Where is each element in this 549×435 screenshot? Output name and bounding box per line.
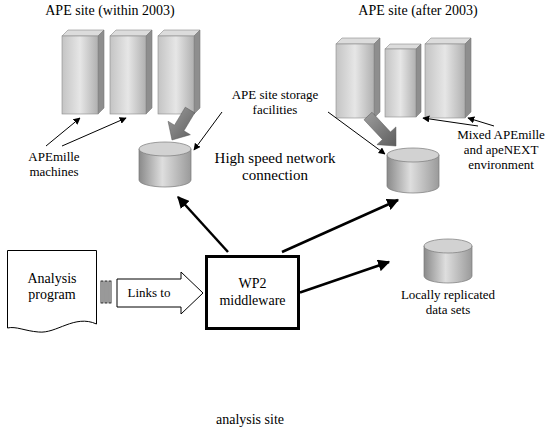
cylinder-icon: [391, 238, 505, 286]
server-front: [110, 36, 146, 114]
flow-arrow: [168, 107, 195, 140]
process-box: WP2 middleware: [205, 255, 300, 330]
node-text: Analysis program: [13, 271, 91, 303]
connector: [117, 272, 203, 314]
callout-label: APEmille machines: [14, 150, 94, 180]
server-top: [62, 30, 104, 36]
storage-cylinder: [387, 148, 439, 193]
arrow-bar: [109, 281, 111, 303]
storage-cylinder: [139, 142, 191, 187]
server-side: [416, 44, 421, 117]
leader-arrow: [468, 118, 494, 126]
server-top: [425, 38, 471, 44]
document-path: [8, 251, 97, 333]
server-front: [62, 36, 98, 114]
site-heading: APE site (after 2003): [318, 3, 518, 19]
leader-arrow: [62, 118, 126, 146]
arrow-bar: [101, 281, 103, 303]
server-top: [385, 44, 421, 49]
server-machine: [110, 30, 152, 114]
leader-arrow: [194, 112, 222, 150]
leader-arrow: [282, 200, 398, 252]
site-heading: APE site (within 2003): [10, 3, 210, 19]
network-label: High speed network connection: [204, 150, 346, 185]
server-front: [425, 44, 465, 118]
callout-label: Mixed APEmille and apeNEXT environment: [456, 128, 546, 173]
server-machine: [158, 30, 200, 114]
node-text: Locally replicated data sets: [391, 288, 505, 318]
site-label: analysis site: [180, 412, 320, 428]
cylinder-top: [139, 142, 191, 156]
server-machine: [336, 38, 380, 118]
cylinder-top: [424, 239, 472, 253]
edge-label: Links to: [127, 286, 172, 301]
storage-cylinder-node: Locally replicated data sets: [391, 238, 505, 322]
storage-cylinder: [424, 239, 472, 283]
node-text: WP2 middleware: [212, 276, 293, 308]
server-side: [146, 30, 152, 114]
server-side: [98, 30, 104, 114]
server-side: [374, 38, 380, 118]
leader-arrow: [423, 118, 478, 126]
connector: [300, 262, 389, 293]
block-arrow: [117, 272, 203, 314]
callout-label: APE site storage facilities: [220, 88, 330, 118]
server-machine: [62, 30, 104, 114]
server-machine: [385, 44, 421, 117]
flow-arrow: [364, 112, 396, 146]
server-front: [336, 44, 374, 118]
server-side: [194, 30, 200, 114]
server-front: [385, 49, 416, 117]
server-top: [336, 38, 380, 44]
server-front: [158, 36, 194, 114]
cylinder-top: [387, 148, 439, 162]
server-top: [158, 30, 200, 36]
leader-arrow: [178, 197, 228, 252]
server-side: [465, 38, 471, 118]
server-machine: [425, 38, 471, 118]
leader-arrow: [328, 112, 385, 154]
connector-line: [300, 262, 389, 293]
arrow-bar: [105, 281, 107, 303]
document-shape: Analysis program: [7, 250, 97, 336]
leader-arrow: [46, 118, 80, 146]
server-top: [110, 30, 152, 36]
